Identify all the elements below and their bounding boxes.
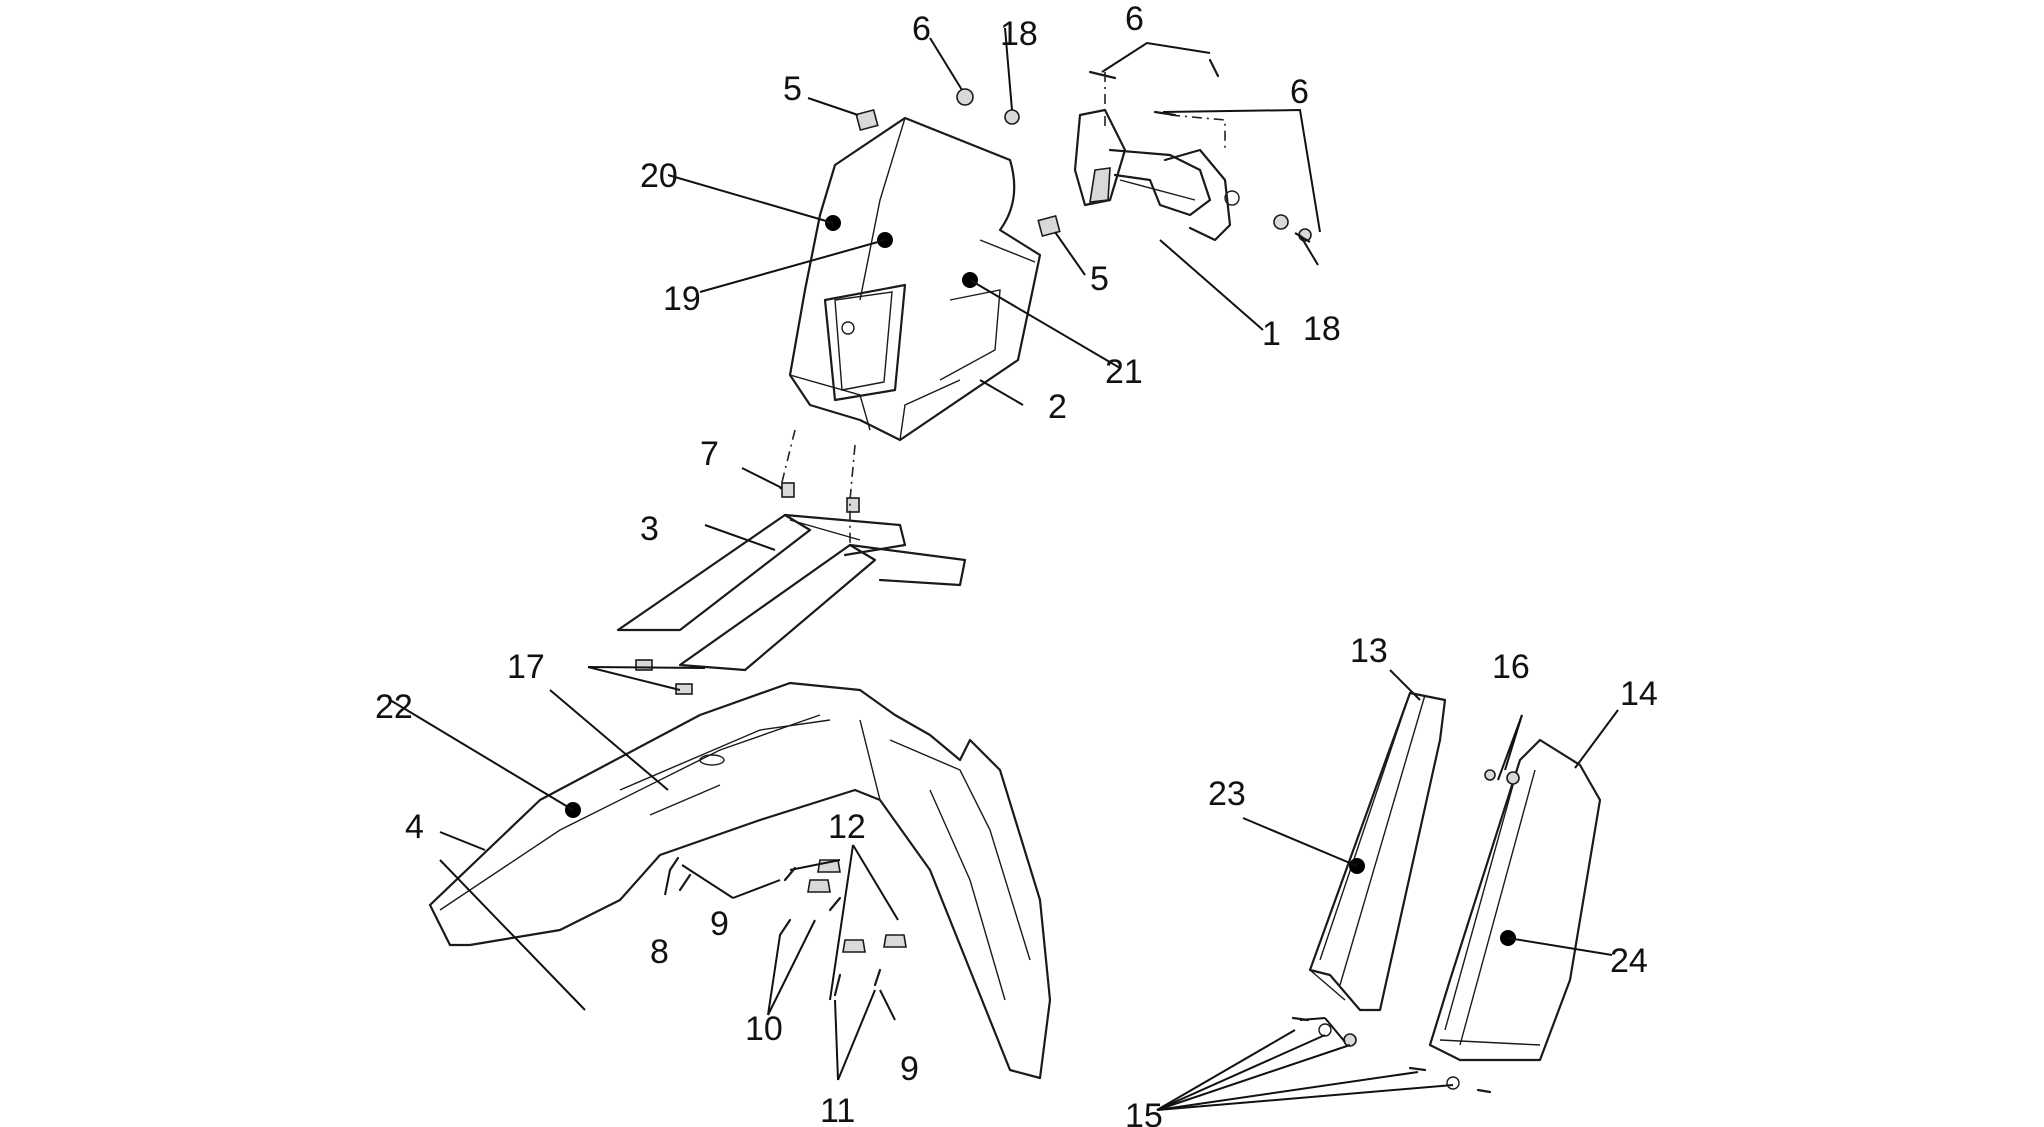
callout-21: 21	[1105, 353, 1143, 391]
callout-13: 13	[1350, 632, 1388, 670]
hardware-parts	[635, 58, 1520, 1094]
callout-11: 11	[820, 1092, 855, 1127]
leader-lines	[389, 27, 1619, 1111]
front-mudguard-part	[428, 681, 1052, 1080]
bracket-part	[1073, 108, 1240, 242]
callout-22: 22	[375, 688, 413, 726]
callout-1: 1	[1262, 315, 1281, 353]
callout-5-right: 5	[1090, 260, 1109, 298]
callout-20: 20	[640, 157, 678, 195]
callout-15: 15	[1125, 1097, 1163, 1127]
callout-18-top: 18	[1000, 15, 1038, 53]
callout-18-bottom: 18	[1303, 310, 1341, 348]
callout-23: 23	[1208, 775, 1246, 813]
callout-3: 3	[640, 510, 659, 548]
callout-6-left: 6	[912, 10, 931, 48]
callout-12: 12	[828, 808, 866, 846]
callout-6-right: 6	[1290, 73, 1309, 111]
callout-9-bottom: 9	[900, 1050, 919, 1088]
left-fork-guard-part	[1308, 691, 1447, 1012]
callout-7: 7	[700, 435, 719, 473]
fork-guard-panel-part	[616, 513, 967, 672]
assembly-lines	[779, 72, 1226, 545]
callout-17: 17	[507, 648, 545, 686]
callout-19: 19	[663, 280, 701, 318]
callout-10: 10	[745, 1010, 783, 1048]
callout-5-top: 5	[783, 70, 802, 108]
callout-6-top: 6	[1125, 0, 1144, 38]
callout-9-left: 9	[710, 905, 729, 943]
callout-24: 24	[1610, 942, 1648, 980]
callout-16: 16	[1492, 648, 1530, 686]
headlight-fairing-part	[788, 116, 1042, 442]
callout-4: 4	[405, 808, 424, 846]
callout-8: 8	[650, 933, 669, 971]
right-fork-guard-part	[1428, 738, 1602, 1062]
callout-2: 2	[1048, 388, 1067, 426]
callout-14: 14	[1620, 675, 1658, 713]
